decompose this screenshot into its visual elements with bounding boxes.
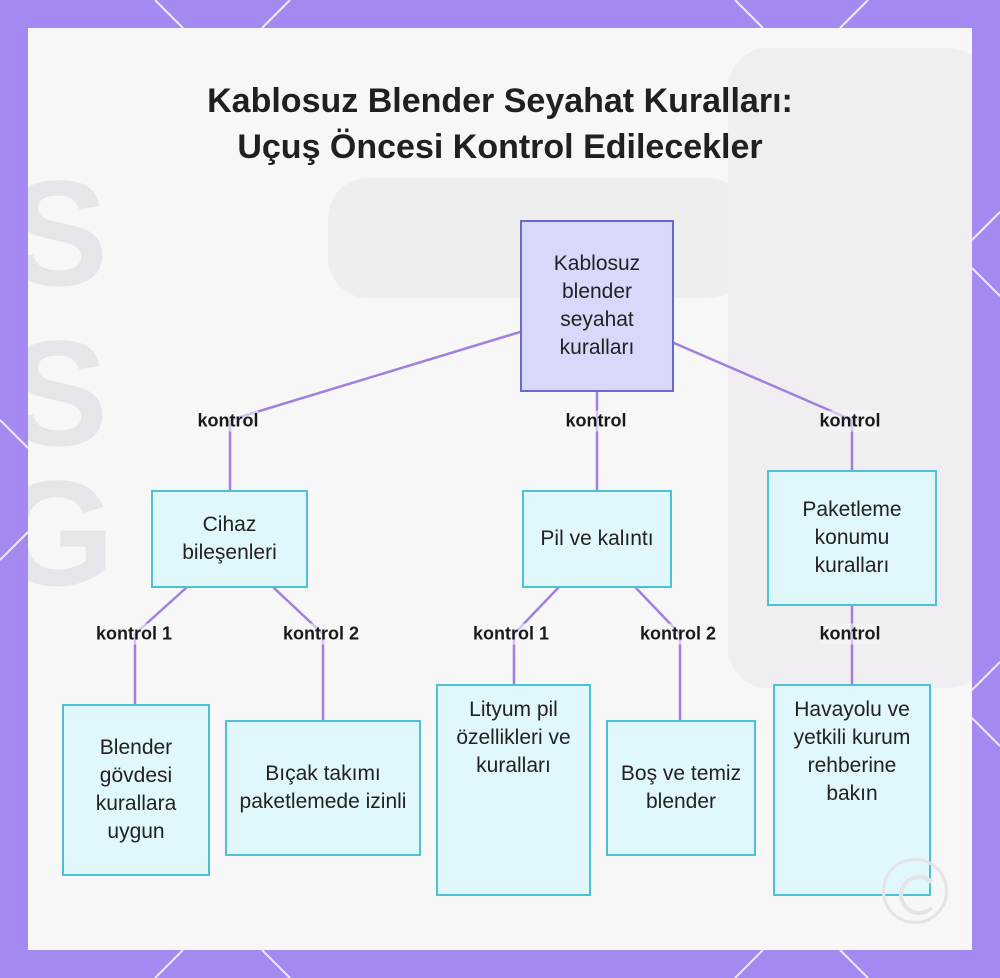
title-line-2: Uçuş Öncesi Kontrol Edilecekler <box>237 128 763 166</box>
node-lithium-battery-label: Lityum pil özellikleri ve kuralları <box>456 698 571 777</box>
edge-label-battery-clean: kontrol 2 <box>639 623 717 645</box>
node-battery-residue-label: Pil ve kalıntı <box>540 527 654 550</box>
diagram-panel: S S G Kablosuz Blender Seyahat Kuralları… <box>28 28 972 950</box>
edge-label-root-battery: kontrol <box>565 410 627 432</box>
node-device-components: Cihaz bileşenleri <box>151 490 308 588</box>
node-empty-clean: Boş ve temiz blender <box>606 720 756 856</box>
node-device-components-label: Cihaz bileşenleri <box>182 513 277 564</box>
background-watermark-letter: S <box>28 309 109 477</box>
edge-root-components <box>228 330 522 492</box>
edge-label-root-packing: kontrol <box>819 410 881 432</box>
node-blender-body-label: Blender gövdesi kurallara uygun <box>95 736 177 843</box>
edge-label-components-body: kontrol 1 <box>95 623 173 645</box>
node-empty-clean-label: Boş ve temiz blender <box>620 762 742 813</box>
title-line-1: Kablosuz Blender Seyahat Kuralları: <box>207 82 793 120</box>
diagram-title: Kablosuz Blender Seyahat Kuralları: Uçuş… <box>28 78 972 170</box>
edge-components-body <box>133 586 188 706</box>
edge-label-components-blades: kontrol 2 <box>282 623 360 645</box>
edge-components-blades <box>272 586 325 722</box>
edge-label-root-components: kontrol <box>197 410 259 432</box>
node-lithium-battery: Lityum pil özellikleri ve kuralları <box>436 684 591 896</box>
node-airline-guidance-label: Havayolu ve yetkili kurum rehberine bakı… <box>793 698 911 805</box>
edge-label-packing-airline: kontrol <box>819 623 881 645</box>
node-root-label: Kablosuz blender seyahat kuralları <box>553 252 641 359</box>
edge-label-battery-lithium: kontrol 1 <box>472 623 550 645</box>
edge-root-packing <box>672 341 854 472</box>
node-root: Kablosuz blender seyahat kuralları <box>520 220 674 392</box>
node-blender-body: Blender gövdesi kurallara uygun <box>62 704 210 876</box>
background-watermark-letter: S <box>28 149 109 317</box>
node-packing-location: Paketleme konumu kuralları <box>767 470 937 606</box>
background-watermark-letter: G <box>28 449 115 617</box>
node-packing-location-label: Paketleme konumu kuralları <box>802 498 902 577</box>
edge-battery-clean <box>634 586 682 722</box>
node-blade-set-label: Bıçak takımı paketlemede izinli <box>239 762 407 813</box>
node-blade-set: Bıçak takımı paketlemede izinli <box>225 720 421 856</box>
watermark-logo-icon <box>882 858 948 924</box>
node-battery-residue: Pil ve kalıntı <box>522 490 672 588</box>
